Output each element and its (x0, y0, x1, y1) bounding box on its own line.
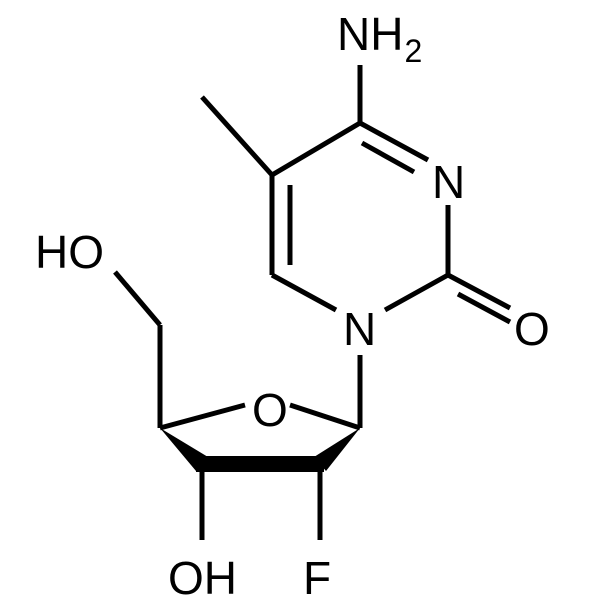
atom-label-n3: N (432, 156, 465, 208)
bond-n3-c4-inner (360, 140, 416, 175)
bond-c5prime-oh (113, 270, 162, 327)
bond-c4-c5 (270, 120, 362, 178)
bond-c5-methyl (200, 95, 274, 177)
atom-label-carbonyl-oxygen: O (514, 303, 550, 355)
wedge-bond-c1prime-c2prime (314, 428, 360, 471)
atom-label-n1: N (343, 303, 376, 355)
bond-c2-o-carbonyl (446, 272, 512, 311)
bond-n1-c2 (383, 272, 450, 313)
bond-c1prime-o-ring (289, 402, 361, 431)
wedge-bond-c3prime-c2prime (196, 456, 324, 472)
atom-label-fluorine: F (303, 552, 331, 600)
atom-label-amine: NH2 (337, 8, 422, 69)
atom-label-hydroxyl-5prime: HO (35, 226, 104, 278)
bond-o-ring-c4prime (159, 402, 246, 431)
atom-label-ring-oxygen: O (252, 384, 288, 436)
bond-c2-o-carbonyl-2 (456, 291, 512, 325)
atom-label-hydroxyl-3prime: OH (168, 552, 237, 600)
bond-n3-c4 (358, 120, 430, 163)
bond-c6-n1 (270, 272, 338, 313)
